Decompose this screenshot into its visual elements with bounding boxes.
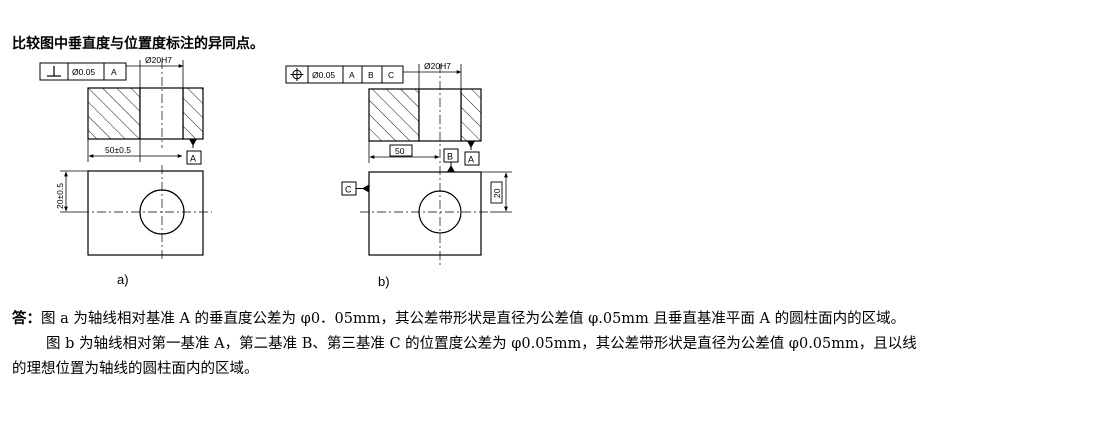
height-box-b [490,181,503,204]
height-dim-b [481,171,512,213]
frame-datum-b-1: A [349,70,355,80]
datum-c-b [341,181,369,196]
height-label-b: 20 [492,188,502,198]
datum-a-a [186,139,202,165]
datum-label-b-b: B [447,152,453,162]
section-view-b [368,64,482,265]
caption-b: b) [378,274,390,289]
datum-label-b-a: A [468,155,474,165]
perpendicularity-icon [47,66,61,77]
frame-tolerance-a: Ø0.05 [72,67,95,77]
width-label-a: 50±0.5 [105,145,131,155]
drawing-canvas: Ø0.05 A Ø20H7 A 50±0.5 [39,55,512,289]
plan-view-a [80,165,212,262]
section-view-a [87,60,204,148]
height-dim-a [60,170,88,213]
caption-a: a) [117,272,129,287]
answer-text-1: 图 a 为轴线相对基准 A 的垂直度公差为 φ0．05mm，其公差带形状是直径为… [41,311,906,327]
height-label-a: 20±0.5 [55,183,65,209]
bore-dim-lines-a [126,60,184,88]
datum-label-b-c: C [345,185,352,195]
frame-datum-b-2: B [368,70,374,80]
figure-b: Ø0.05 A B C Ø20H7 A B [285,61,512,289]
frame-datum-a: A [111,67,117,77]
datum-b-b [443,148,459,172]
datum-a-b [464,141,480,166]
frame-datum-b-3: C [388,70,394,80]
answer-line-1: 答：图 a 为轴线相对基准 A 的垂直度公差为 φ0．05mm，其公差带形状是直… [12,306,1092,332]
answer-line-2: 图 b 为轴线相对第一基准 A，第二基准 B、第三基准 C 的位置度公差为 φ0… [46,336,917,352]
bore-label-a: Ø20H7 [145,55,172,65]
feature-control-frame-b [285,65,404,84]
answer-line-3: 的理想位置为轴线的圆柱面内的区域。 [12,361,259,377]
question-text: 比较图中垂直度与位置度标注的异同点。 [12,36,264,52]
width-label-b: 50 [395,146,405,156]
width-dim-a [87,139,183,162]
bore-label-b: Ø20H7 [424,61,451,71]
bore-dim-lines-b [403,64,462,89]
answer-label: 答： [12,310,41,327]
frame-tolerance-b: Ø0.05 [312,70,335,80]
datum-label-a: A [190,154,196,164]
feature-control-frame-a [39,62,127,81]
width-box-b [389,144,413,157]
position-icon [290,68,304,81]
figure-a: Ø0.05 A Ø20H7 A 50±0.5 [39,55,212,287]
answer-block: 答：图 a 为轴线相对基准 A 的垂直度公差为 φ0．05mm，其公差带形状是直… [12,306,1092,382]
plan-view-b [360,171,490,256]
